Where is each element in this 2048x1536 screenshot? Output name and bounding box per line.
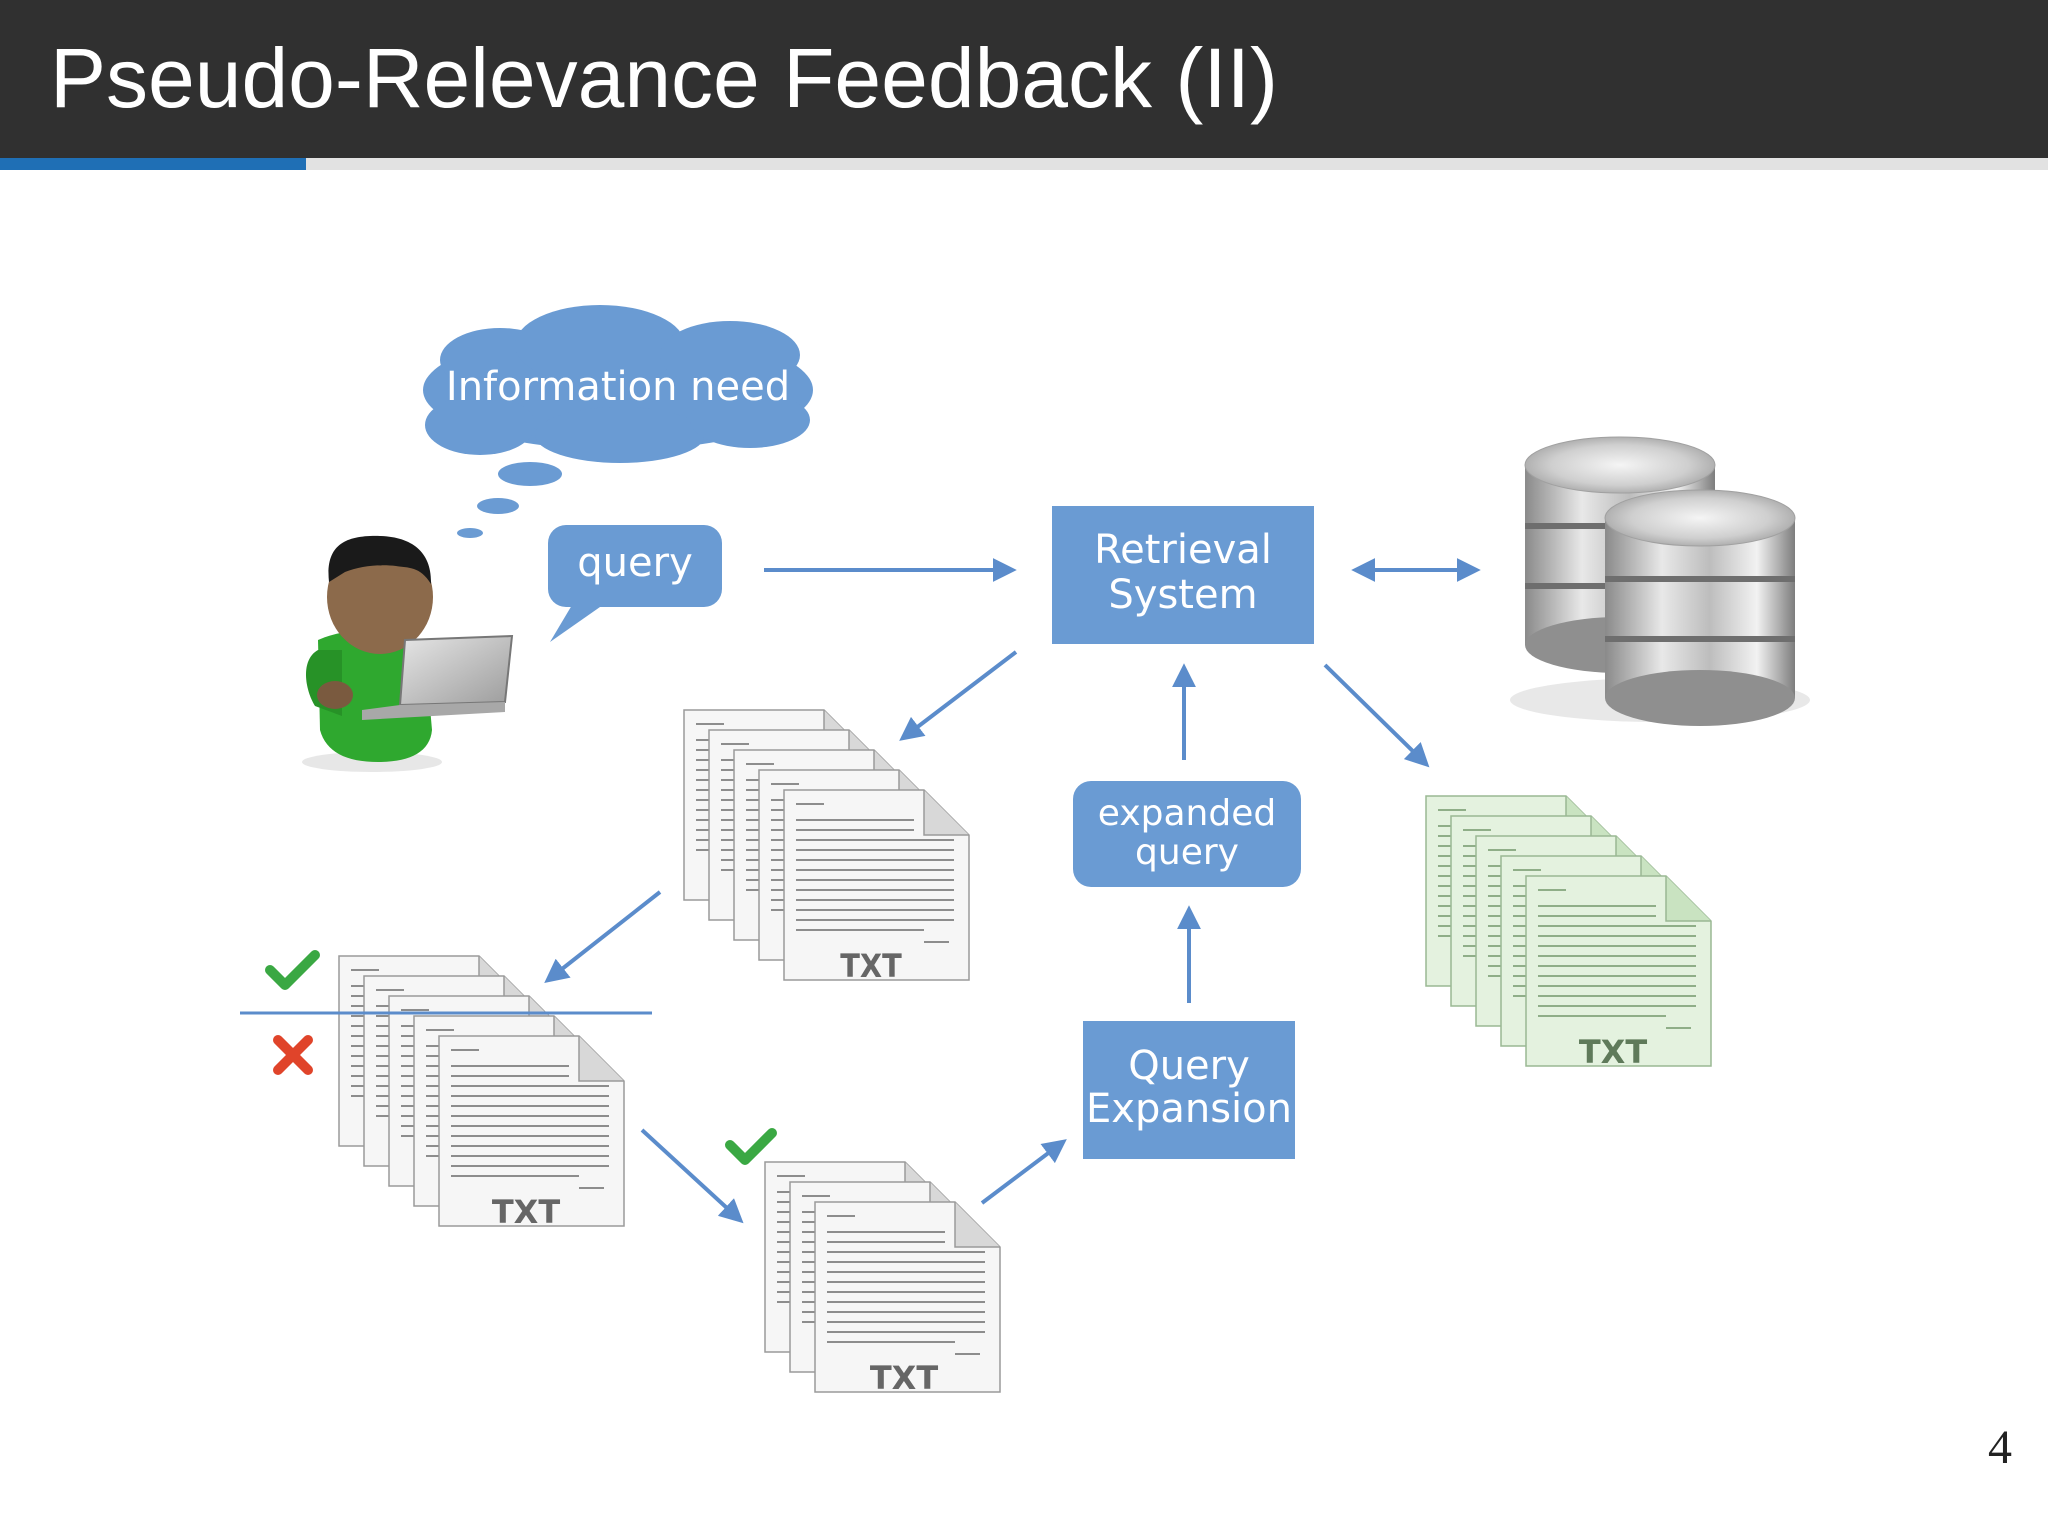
- slide-header: Pseudo-Relevance Feedback (II): [0, 0, 2048, 158]
- initial-results-txt: TXT: [840, 947, 902, 985]
- check-icon: [265, 950, 320, 990]
- information-need-cloud: [423, 305, 813, 538]
- arrow-retrieval-to-results: [899, 650, 1018, 741]
- arrow-ranked-to-top: [640, 1128, 744, 1224]
- final-results-docs: [1426, 796, 1711, 1066]
- header-accent-bar: [0, 158, 306, 170]
- query-expansion-line1: Query: [1128, 1043, 1250, 1089]
- header-divider: [306, 158, 2048, 170]
- expanded-query-box: [1073, 781, 1301, 887]
- arrow-top-to-qe: [980, 1139, 1067, 1205]
- slide-title: Pseudo-Relevance Feedback (II): [50, 31, 1278, 125]
- page-number: 4: [1988, 1421, 2012, 1474]
- ranked-results-docs: [339, 956, 624, 1226]
- retrieval-system-line1: Retrieval: [1094, 527, 1272, 573]
- information-need-label: Information need: [446, 364, 790, 410]
- retrieval-system-box: [1052, 506, 1314, 644]
- check-icon-top-docs: [725, 1128, 777, 1165]
- retrieval-system-line2: System: [1108, 572, 1257, 618]
- expanded-query-line2: query: [1135, 832, 1239, 873]
- feedback-docs-txt: TXT: [870, 1359, 939, 1397]
- ranked-results-txt: TXT: [492, 1193, 561, 1231]
- query-label: query: [577, 540, 692, 586]
- user-icon: [302, 535, 514, 772]
- query-expansion-box: [1083, 1021, 1295, 1159]
- database-icon: [1510, 436, 1810, 727]
- feedback-docs: [765, 1162, 1000, 1392]
- cross-icon: [273, 1035, 313, 1075]
- expanded-query-line1: expanded: [1098, 793, 1276, 834]
- query-expansion-line2: Expansion: [1086, 1086, 1292, 1132]
- initial-results-docs: [684, 710, 969, 980]
- arrow-results-to-ranked: [544, 890, 662, 983]
- query-bubble: [548, 525, 722, 642]
- arrow-retrieval-to-final-results: [1323, 663, 1430, 768]
- final-results-txt: TXT: [1579, 1033, 1648, 1071]
